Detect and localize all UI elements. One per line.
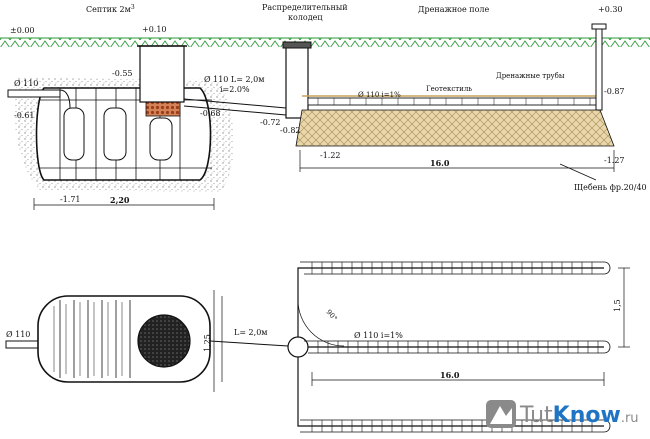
outlet-pipe	[183, 98, 287, 116]
septic-neck	[139, 45, 185, 103]
plan-septic-tank	[37, 295, 211, 383]
level-well-bottom: -0.82	[280, 126, 301, 135]
distribution-well-label-1: Распределительный	[262, 3, 348, 12]
drain-pipe-section	[307, 97, 601, 106]
level-field-bottom-right: -1.27	[604, 156, 625, 165]
level-septic-bottom: -1.71	[60, 195, 81, 204]
plan-pipe-length: L= 2,0м	[234, 328, 268, 337]
inlet-pipe	[7, 89, 71, 109]
plan-inlet-pipe	[5, 340, 43, 349]
level-inlet-left: -0.61	[14, 111, 35, 120]
geotextile-label: Геотекстиль	[426, 85, 472, 93]
section-dimensions	[33, 150, 615, 210]
plan-dimensions	[213, 267, 630, 392]
septic-title: Септик 2м3	[86, 4, 135, 14]
drain-pipe-label: Ø 110 i=1%	[358, 91, 401, 99]
filter-media	[145, 101, 181, 117]
level-septic-top: +0.10	[142, 25, 167, 34]
ground-grass	[0, 38, 650, 47]
logo-icon	[486, 400, 516, 428]
plan-filter-media	[137, 314, 191, 368]
level-field-bottom-left: -1.22	[320, 151, 341, 160]
outlet-pipe-slope: i=2.0%	[220, 85, 250, 94]
vent-riser	[591, 23, 607, 111]
outlet-pipe-spec: Ø 110 L= 2,0м	[204, 75, 264, 84]
plan-angle-arc	[297, 299, 345, 347]
distribution-well	[282, 41, 312, 119]
level-well-in: -0.72	[260, 118, 281, 127]
level-inlet: -0.55	[112, 69, 133, 78]
watermark-logo: TutKnow.ru	[486, 400, 639, 428]
dim-field-length-section: 16.0	[430, 158, 450, 168]
plan-spacing: 1,5	[613, 299, 622, 312]
watermark-text: TutKnow.ru	[519, 403, 639, 428]
level-ground: ±0.00	[10, 26, 35, 35]
inlet-pipe-label: Ø 110	[14, 79, 38, 88]
dim-septic-width: 2,20	[110, 195, 130, 205]
gravel-label: Щебень фр.20/40	[574, 183, 647, 192]
plan-tank-width: 1,25	[203, 334, 212, 352]
level-outlet: -0.68	[200, 109, 221, 118]
section-view: Септик 2м3 Распределительный колодец Дре…	[0, 3, 650, 210]
plan-inlet-label: Ø 110	[6, 330, 30, 339]
plan-angle-label: 90°	[324, 308, 338, 323]
plan-view: Ø 110 L= 2,0м 1,25 90° Ø 110 i=1% 16.0 1…	[5, 261, 630, 433]
level-drain-top: -0.87	[604, 87, 625, 96]
plan-distribution-well	[287, 336, 309, 358]
drainage-field-label: Дренажное поле	[418, 5, 489, 14]
plan-drain-pipe-label: Ø 110 i=1%	[354, 331, 403, 340]
drainage-pipes-label: Дренажные трубы	[496, 72, 565, 80]
gravel-bed	[295, 109, 615, 147]
level-vent-top: +0.30	[598, 5, 623, 14]
distribution-well-label-2: колодец	[288, 13, 323, 22]
plan-field-length: 16.0	[440, 370, 460, 380]
septic-tank	[35, 45, 212, 181]
plan-drain-perforations	[311, 262, 599, 432]
